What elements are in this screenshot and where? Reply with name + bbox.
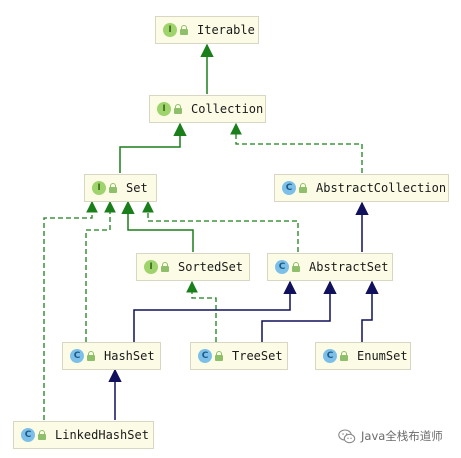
edge-abstractcollection-implements-collection [230, 122, 363, 173]
node-label: EnumSet [357, 349, 408, 363]
node-abstract-collection[interactable]: C AbstractCollection [274, 174, 449, 202]
interface-icon: I [92, 181, 106, 195]
lock-icon [109, 183, 117, 193]
edge-hashset-extends-abstractset [133, 280, 297, 342]
edge-enumset-extends-abstractset [361, 280, 379, 342]
edge-hashset-implements-set [85, 200, 116, 342]
node-set[interactable]: I Set [84, 174, 157, 202]
node-collection[interactable]: I Collection [149, 95, 266, 123]
class-icon: C [70, 349, 84, 363]
lock-icon [340, 351, 348, 361]
class-icon: C [275, 260, 289, 274]
node-label: AbstractSet [309, 260, 389, 274]
node-hash-set[interactable]: C HashSet [62, 342, 161, 370]
node-label: Set [126, 181, 148, 195]
node-linked-hash-set[interactable]: C LinkedHashSet [13, 421, 154, 449]
lock-icon [174, 104, 182, 114]
node-label: Iterable [197, 23, 255, 37]
class-icon: C [198, 349, 212, 363]
edge-sortedset-extends-set [121, 200, 194, 252]
class-icon: C [323, 349, 337, 363]
lock-icon [180, 25, 188, 35]
watermark-text: Java全栈布道师 [361, 429, 443, 443]
node-label: AbstractCollection [316, 181, 447, 195]
node-sorted-set[interactable]: I SortedSet [136, 253, 250, 281]
node-label: Collection [191, 102, 264, 116]
node-iterable[interactable]: I Iterable [155, 16, 259, 44]
lock-icon [292, 262, 300, 272]
interface-icon: I [163, 23, 177, 37]
edge-set-extends-collection [119, 122, 187, 173]
lock-icon [87, 351, 95, 361]
class-icon: C [282, 181, 296, 195]
lock-icon [299, 183, 307, 193]
node-label: HashSet [104, 349, 155, 363]
node-enum-set[interactable]: C EnumSet [315, 342, 411, 370]
node-label: TreeSet [232, 349, 283, 363]
edge-abstractset-implements-set [142, 200, 299, 252]
class-icon: C [21, 428, 35, 442]
node-label: SortedSet [178, 260, 244, 274]
lock-icon [215, 351, 223, 361]
edge-treeset-implements-sortedset [186, 280, 217, 342]
node-tree-set[interactable]: C TreeSet [190, 342, 288, 370]
wechat-icon [338, 428, 356, 444]
interface-icon: I [144, 260, 158, 274]
lock-icon [38, 430, 46, 440]
interface-icon: I [157, 102, 171, 116]
edge-treeset-extends-abstractset [261, 280, 337, 342]
lock-icon [161, 262, 169, 272]
edge-linkedhashset-implements-set [43, 200, 98, 420]
watermark: Java全栈布道师 [338, 428, 443, 444]
node-label: LinkedHashSet [55, 428, 149, 442]
node-abstract-set[interactable]: C AbstractSet [267, 253, 393, 281]
